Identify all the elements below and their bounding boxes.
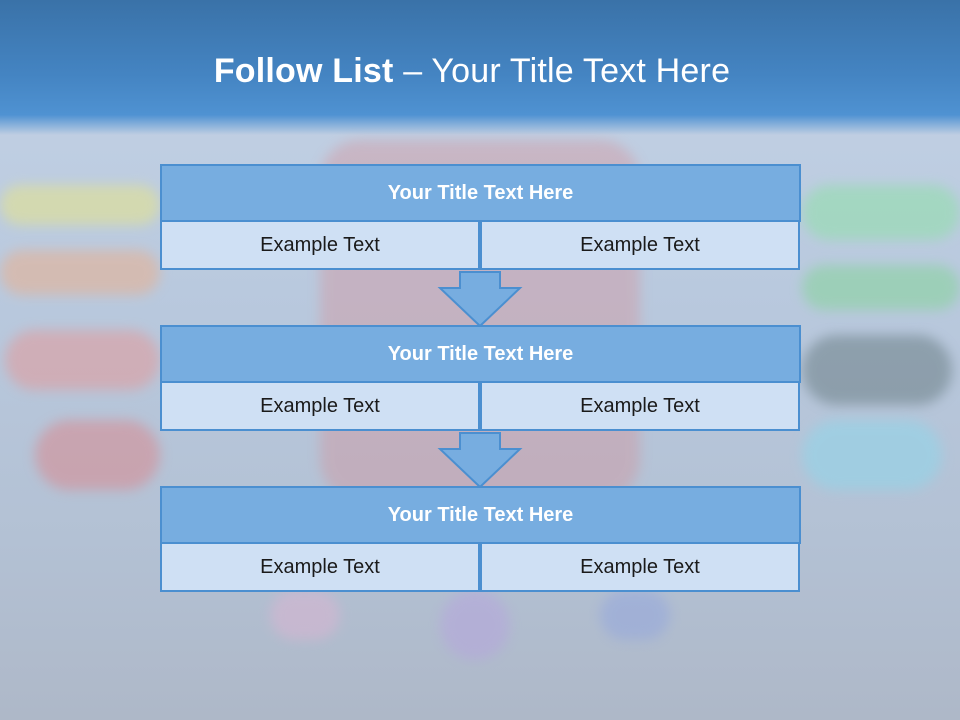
step-1-title: Your Title Text Here — [160, 164, 801, 222]
background-image-blue-bottom — [600, 590, 670, 640]
background-image-dark-band — [802, 335, 952, 405]
down-arrow-1 — [437, 271, 523, 328]
down-arrow-2 — [437, 432, 523, 489]
slide-title: Follow List – Your Title Text Here — [0, 52, 944, 91]
background-image-red-band-lower — [35, 420, 160, 490]
step-3-left-text: Example Text — [160, 542, 480, 592]
background-image-green-band — [802, 185, 960, 240]
background-image-green-band-lower — [802, 265, 960, 310]
step-2-title: Your Title Text Here — [160, 325, 801, 383]
header-band — [0, 0, 960, 135]
step-3-title: Your Title Text Here — [160, 486, 801, 544]
background-image-purple-bottom — [440, 590, 510, 660]
step-2-left-text: Example Text — [160, 381, 480, 431]
step-1-right-text: Example Text — [480, 220, 800, 270]
background-image-red-band — [5, 330, 160, 390]
background-image-pink-bottom — [270, 590, 340, 640]
step-2-right-text: Example Text — [480, 381, 800, 431]
background-image-yellow-band — [0, 185, 160, 225]
step-1-left-text: Example Text — [160, 220, 480, 270]
background-image-cyan-band — [802, 420, 942, 490]
slide-title-bold: Follow List — [213, 52, 394, 90]
background-image-orange-band — [0, 250, 160, 295]
slide-title-rest: – Your Title Text Here — [393, 52, 731, 90]
step-3-right-text: Example Text — [480, 542, 800, 592]
